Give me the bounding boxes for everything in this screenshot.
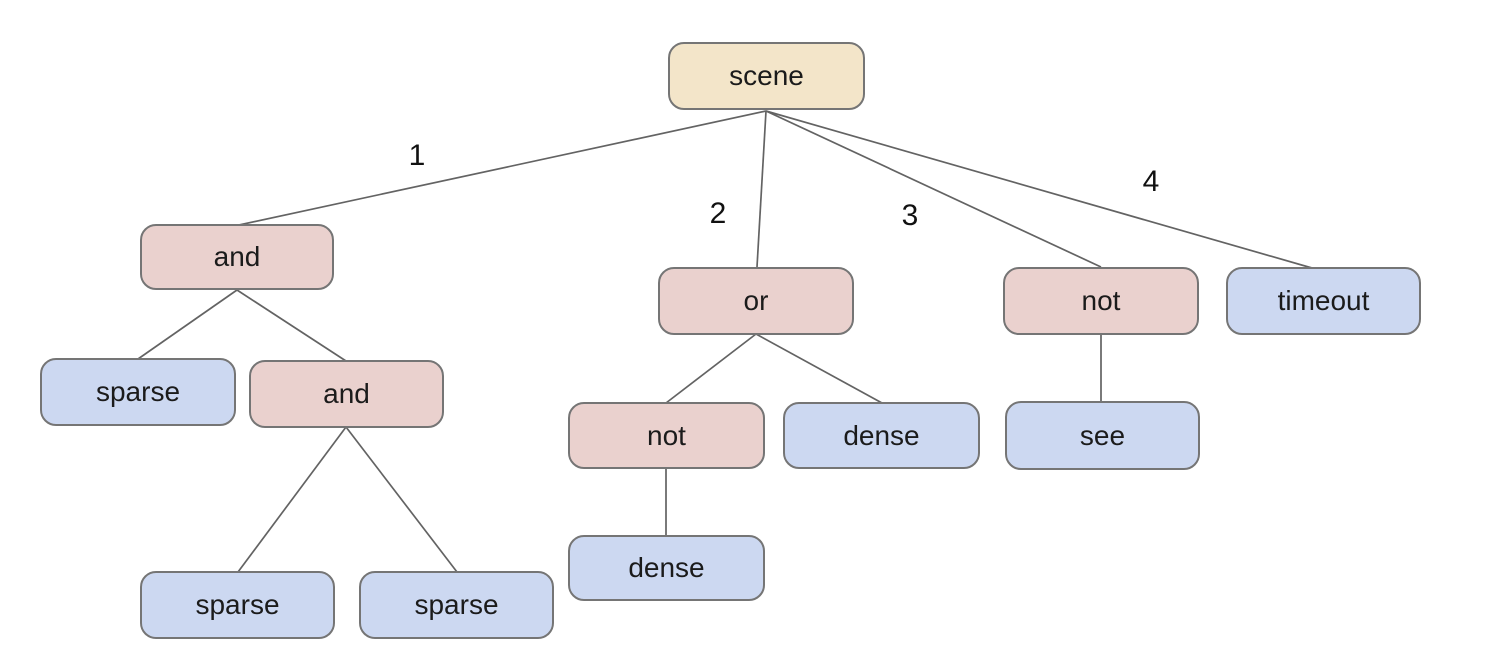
node-and-1: and: [140, 224, 334, 290]
node-sparse-2: sparse: [140, 571, 335, 639]
edge-label-3: 3: [901, 199, 919, 232]
node-scene: scene: [668, 42, 865, 110]
edge-label-4: 4: [1142, 165, 1160, 198]
edge-and-2-sparse-2: [237, 426, 347, 573]
edge-scene-or-1: [756, 110, 767, 268]
edge-label-1: 1: [408, 139, 426, 172]
edge-scene-and-1: [238, 110, 767, 226]
edge-label-2: 2: [709, 197, 727, 230]
node-or-1: or: [658, 267, 854, 335]
edge-or-1-dense-1: [755, 333, 883, 404]
node-sparse-3: sparse: [359, 571, 554, 639]
node-dense-2: dense: [568, 535, 765, 601]
node-timeout-1: timeout: [1226, 267, 1421, 335]
node-not-1: not: [1003, 267, 1199, 335]
edge-or-1-not-2: [665, 333, 757, 404]
edge-and-1-and-2: [236, 289, 347, 362]
node-not-2: not: [568, 402, 765, 469]
edge-and-1-sparse-1: [137, 289, 238, 360]
edge-scene-timeout-1: [765, 110, 1313, 269]
edge-and-2-sparse-3: [345, 426, 458, 573]
node-sparse-1: sparse: [40, 358, 236, 426]
node-see-1: see: [1005, 401, 1200, 470]
node-and-2: and: [249, 360, 444, 428]
edge-scene-not-1: [765, 110, 1102, 268]
node-dense-1: dense: [783, 402, 980, 469]
